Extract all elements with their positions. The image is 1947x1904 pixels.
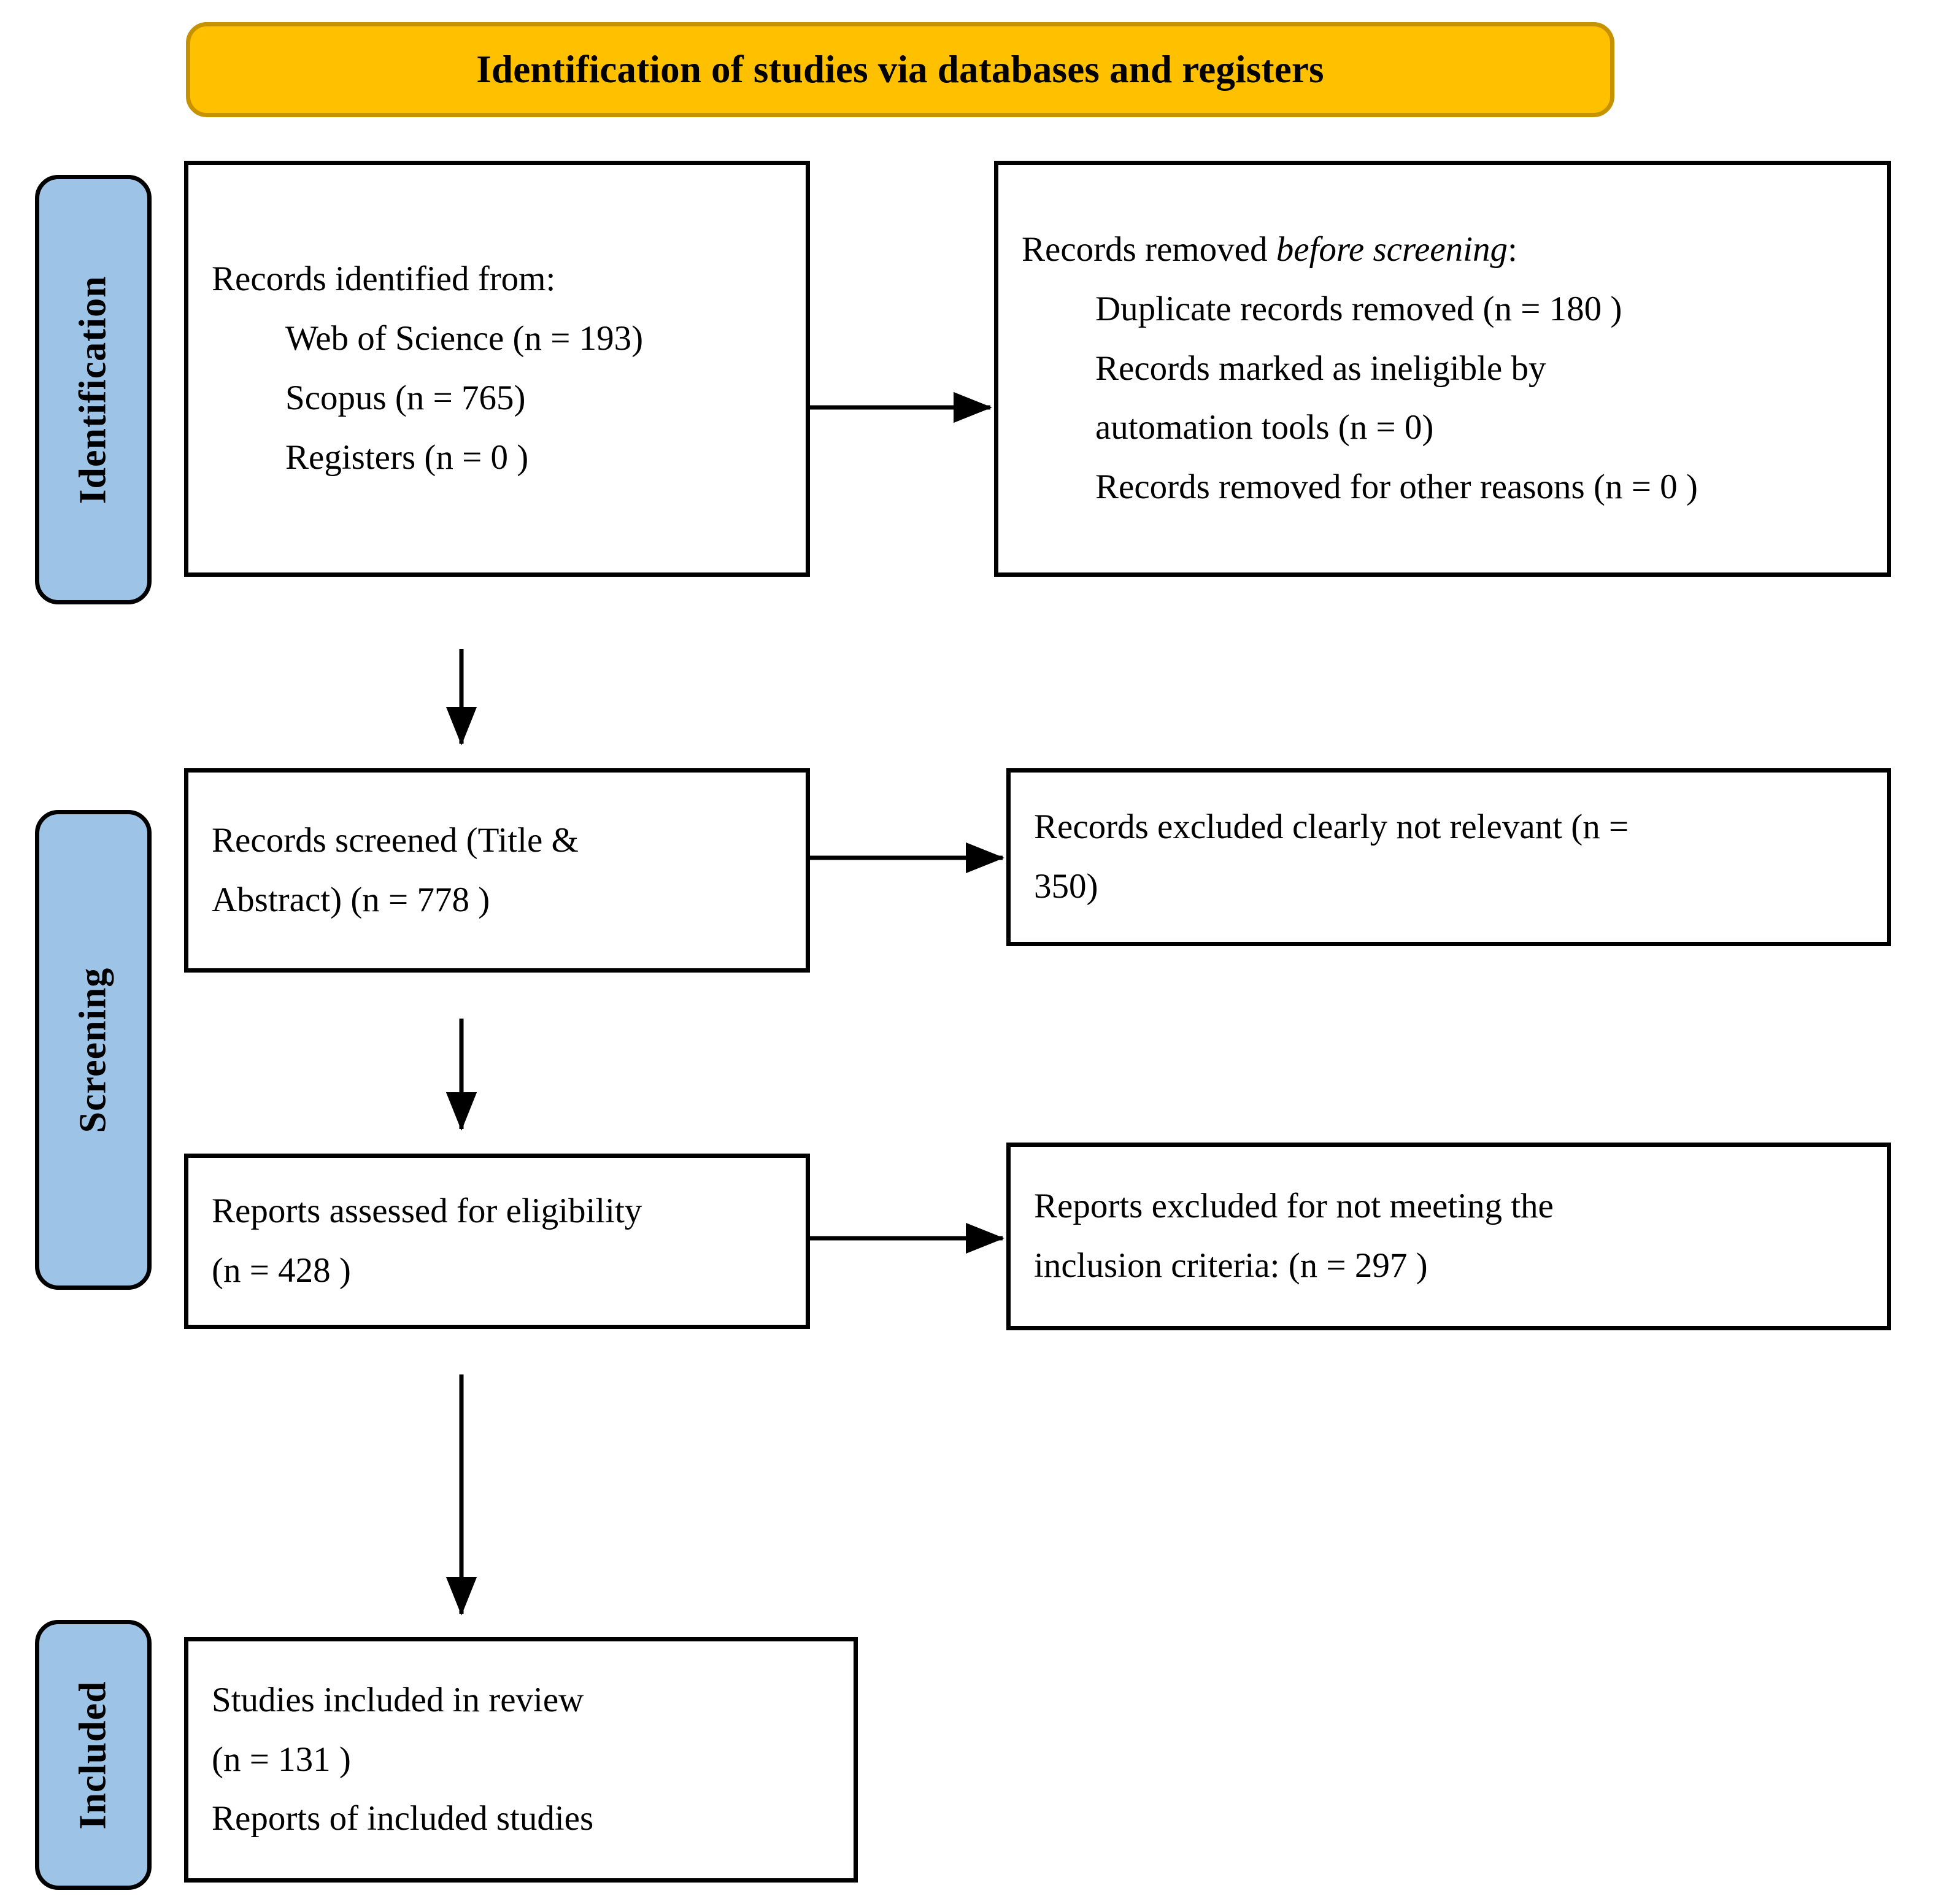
records-removed-item-2: Records removed for other reasons (n = 0… xyxy=(1095,468,1698,507)
records-identified-heading: Records identified from: xyxy=(212,260,556,299)
stage-label-identification: Identification xyxy=(35,175,152,604)
reports-excluded-line-1: Reports excluded for not meeting the xyxy=(1034,1187,1554,1226)
stage-label-screening: Screening xyxy=(35,810,152,1290)
box-reports-excluded-content: Reports excluded for not meeting the inc… xyxy=(1011,1177,1577,1296)
box-records-excluded-content: Records excluded clearly not relevant (n… xyxy=(1011,798,1652,917)
records-removed-heading-plain: Records removed xyxy=(1022,229,1276,269)
studies-included-line-1: Studies included in review xyxy=(212,1680,584,1719)
page-title: Identification of studies via databases … xyxy=(476,48,1324,91)
reports-assessed-line-1: Reports assessed for eligibility xyxy=(212,1192,642,1231)
records-removed-heading-tail: : xyxy=(1507,229,1517,269)
records-removed-item-1-line-2: automation tools (n = 0) xyxy=(1095,408,1434,447)
records-screened-line-2: Abstract) (n = 778 ) xyxy=(212,880,490,919)
box-records-identified: Records identified from: Web of Science … xyxy=(184,161,810,577)
reports-assessed-line-2: (n = 428 ) xyxy=(212,1251,351,1290)
records-excluded-line-1: Records excluded clearly not relevant (n… xyxy=(1034,807,1629,847)
stage-label-included: Included xyxy=(35,1620,152,1890)
box-studies-included: Studies included in review (n = 131 ) Re… xyxy=(184,1637,858,1883)
diagram-title-banner: Identification of studies via databases … xyxy=(186,22,1614,117)
records-removed-item-0: Duplicate records removed (n = 180 ) xyxy=(1095,289,1622,328)
box-reports-assessed-eligibility: Reports assessed for eligibility (n = 42… xyxy=(184,1154,810,1329)
box-reports-excluded: Reports excluded for not meeting the inc… xyxy=(1006,1143,1891,1330)
stage-label-included-text: Included xyxy=(72,1680,114,1830)
box-records-screened: Records screened (Title & Abstract) (n =… xyxy=(184,768,810,973)
box-reports-assessed-content: Reports assessed for eligibility (n = 42… xyxy=(188,1182,665,1301)
records-excluded-line-2: 350) xyxy=(1034,867,1098,906)
box-records-screened-content: Records screened (Title & Abstract) (n =… xyxy=(188,811,602,930)
reports-excluded-line-2: inclusion criteria: (n = 297 ) xyxy=(1034,1246,1428,1285)
box-records-removed-content: Records removed before screening: Duplic… xyxy=(998,220,1721,517)
records-removed-item-1-line-1: Records marked as ineligible by xyxy=(1095,349,1546,388)
box-studies-included-content: Studies included in review (n = 131 ) Re… xyxy=(188,1671,617,1849)
records-identified-item-2: Registers (n = 0 ) xyxy=(285,437,529,477)
studies-included-line-3: Reports of included studies xyxy=(212,1799,594,1838)
records-identified-item-0: Web of Science (n = 193) xyxy=(285,319,644,358)
records-removed-heading-italic: before screening xyxy=(1276,229,1508,269)
box-records-removed-before-screening: Records removed before screening: Duplic… xyxy=(994,161,1891,577)
stage-label-screening-text: Screening xyxy=(72,967,114,1133)
stage-label-identification-text: Identification xyxy=(72,275,114,504)
records-identified-item-1: Scopus (n = 765) xyxy=(285,379,526,417)
box-records-excluded: Records excluded clearly not relevant (n… xyxy=(1006,768,1891,946)
records-removed-heading: Records removed before screening: xyxy=(1022,220,1698,280)
studies-included-line-2: (n = 131 ) xyxy=(212,1740,351,1779)
box-records-identified-content: Records identified from: Web of Science … xyxy=(188,250,666,488)
records-screened-line-1: Records screened (Title & xyxy=(212,820,579,860)
